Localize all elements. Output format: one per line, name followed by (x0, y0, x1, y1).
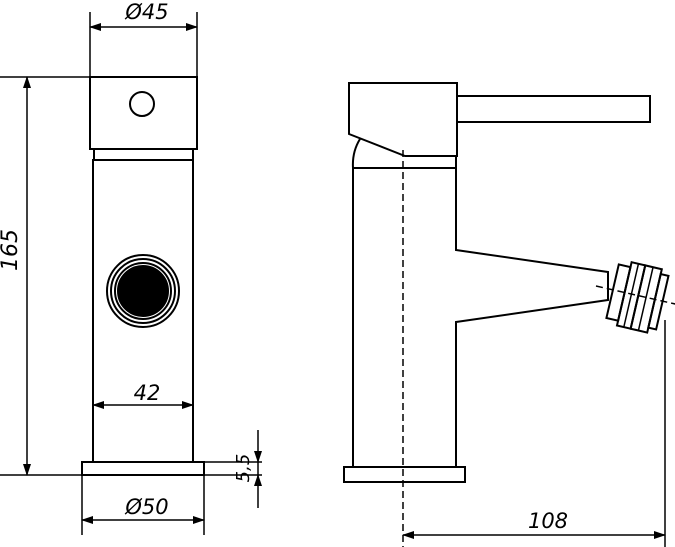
handle-block (89, 76, 198, 150)
side-view (343, 82, 675, 547)
lever-handle (348, 82, 458, 157)
dim-label-height: 165 (0, 229, 23, 271)
body-with-spout (352, 168, 609, 468)
dim-label-base-diameter: Ø50 (124, 495, 168, 519)
outlet-nozzle-front (106, 254, 180, 328)
cartridge-cap (351, 138, 457, 169)
outlet-nozzle-side (605, 261, 670, 334)
front-view (0, 12, 262, 535)
collar (93, 149, 194, 161)
dim-label-spout-reach: 108 (528, 509, 568, 533)
handle-screw-hole (129, 91, 155, 117)
nozzle-centerline (595, 285, 675, 305)
dim-label-base-thickness: 5,5 (233, 454, 254, 483)
dim-label-top-diameter: Ø45 (124, 0, 168, 24)
lever-arm (456, 95, 651, 123)
base-plate (81, 461, 205, 476)
dim-label-body-width: 42 (134, 381, 161, 405)
base-plate-side (343, 466, 466, 483)
